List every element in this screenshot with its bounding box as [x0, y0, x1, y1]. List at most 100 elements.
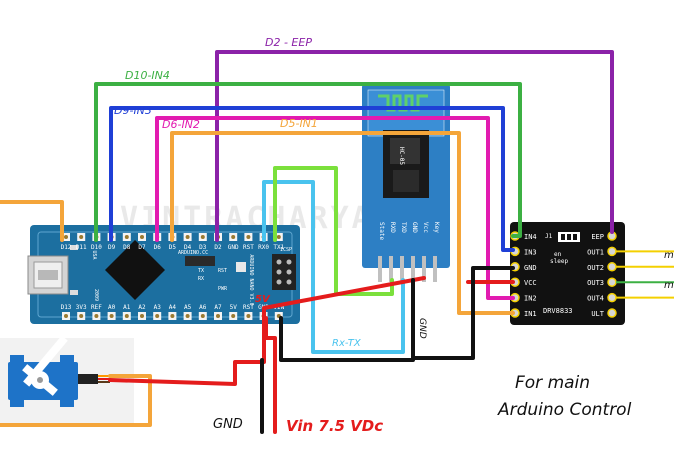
hc05-pin-label: RXD [389, 222, 396, 233]
hc05-pin [400, 256, 404, 282]
label-5v: 5V [255, 294, 271, 305]
arduino-top-pin-label: D11 [76, 244, 87, 251]
arduino-top-pin-label: D4 [184, 244, 192, 251]
label-rx-tx: Rx-TX [332, 338, 362, 349]
arduino-brand: ARDUINO.CC [178, 250, 208, 256]
arduino-bottom-pin-label: 5V [230, 304, 238, 311]
hc05-pin [433, 256, 437, 282]
arduino-bottom-pin-hole [185, 314, 190, 318]
arduino-top-pin-label: D5 [169, 244, 177, 251]
driver-j1-label: J1 [545, 233, 553, 240]
hc05-pin-label: TXD [400, 222, 407, 233]
arduino-bottom-pin-label: A1 [123, 304, 131, 311]
icsp-header [272, 254, 296, 290]
arduino-top-pin-hole [64, 235, 68, 239]
arduino-top-pin-label: D9 [108, 244, 116, 251]
arduino-top-pin-hole [231, 235, 236, 239]
wire-d9-in3 [109, 106, 515, 252]
wire-d5-in1 [170, 131, 515, 315]
wire-d6-in2 [155, 116, 515, 300]
arduino-bottom-pin-label: VIN [273, 304, 284, 311]
wire-gnd [260, 266, 515, 434]
arduino-top-pin-label: TX1 [273, 244, 284, 251]
arduino-top-pin-label: D10 [91, 244, 102, 251]
note-line2: Arduino Control [497, 400, 632, 420]
driver-right-pin [607, 277, 617, 287]
arduino-top-pin-label: D6 [154, 244, 162, 251]
driver-sleep-label: sleep [550, 258, 568, 265]
arduino-bottom-pin-hole [216, 314, 220, 318]
hc05-pin-label: GND [411, 222, 418, 233]
driver-right-pin-label: OUT4 [587, 295, 604, 303]
arduino-bottom-pin-label: A4 [169, 304, 177, 311]
arduino-rx-led: RX [198, 276, 204, 282]
arduino-top-pin-hole [246, 235, 251, 239]
label-gnd-power: GND [213, 417, 243, 432]
arduino-top-pin-label: D3 [199, 244, 207, 251]
wire-servo-signal [0, 200, 152, 427]
arduino-bottom-pin-hole [140, 314, 144, 318]
arduino-bottom-pin-label: A6 [199, 304, 207, 311]
arduino-pwr-led: PWR [218, 286, 228, 292]
driver-left-pin-label: IN4 [524, 233, 537, 241]
label-d5-in1: D5-IN1 [280, 117, 318, 130]
hc05-pin-label: State [378, 222, 385, 240]
driver-name: DRV8833 [543, 307, 573, 315]
arduino-bottom-pin-label: D13 [61, 304, 72, 311]
label-d2-eep: D2 - EEP [265, 36, 312, 49]
arduino-top-pin-label: D7 [138, 244, 146, 251]
arduino-top-pin-label: RX0 [258, 244, 269, 251]
driver-right-pin-label: OUT1 [587, 248, 604, 256]
arduino-bottom-pin-label: RST [243, 304, 254, 311]
arduino-bottom-pin-hole [170, 314, 175, 318]
arduino-bottom-pin-hole [124, 314, 129, 318]
arduino-tx-led: TX [198, 268, 204, 274]
hc05-pin [422, 256, 426, 282]
wire-5v [108, 276, 515, 434]
arduino-bottom-pin-hole [109, 314, 114, 318]
driver-right-pin-label: OUT2 [587, 264, 604, 272]
driver-right-pin [607, 292, 617, 303]
arduino-top-pin-label: D8 [123, 244, 131, 251]
label-vin-power: Vin 7.5 VDc [286, 417, 383, 435]
arduino-bottom-pin-label: A0 [108, 304, 116, 311]
arduino-top-pin-hole [124, 235, 129, 239]
driver-en-label: en [554, 251, 562, 258]
hc05-chip-label: HC-05 [398, 147, 405, 165]
arduino-model: ARDUINO NANO V3.0 [248, 254, 254, 305]
driver-right-pin [607, 262, 617, 272]
label-d9-in3: D9-IN3 [114, 104, 152, 117]
arduino-top-pin-hole [79, 235, 84, 239]
driver-left-pin-label: GND [524, 264, 537, 272]
wire-d2-eep [215, 50, 614, 242]
wire-tx-rx [273, 166, 394, 296]
hc05-pin-label: Key [433, 222, 440, 233]
arduino-rst-button: RST [218, 268, 227, 274]
hc05-pin [378, 256, 382, 282]
arduino-bottom-pin-hole [155, 314, 160, 318]
driver-left-pin-label: IN3 [524, 248, 537, 256]
label-d10-in4: D10-IN4 [125, 69, 170, 82]
arduino-bottom-pin-label: A3 [154, 304, 162, 311]
arduino-usa: USA [91, 250, 97, 259]
hc05-pin [389, 256, 393, 282]
driver-right-pin-label: ULT [591, 310, 604, 318]
arduino-top-pin-label: GND [228, 244, 239, 251]
hc05-pin [411, 256, 415, 282]
arduino-icsp-label: ICSP [280, 247, 292, 253]
driver-right-pin-label: EEP [591, 233, 604, 241]
driver-left-pin-label: VCC [524, 279, 537, 287]
arduino-bottom-pin-label: A2 [138, 304, 146, 311]
arduino-bottom-pin-hole [200, 314, 205, 318]
arduino-bottom-pin-label: A5 [184, 304, 192, 311]
arduino-top-pin-hole [200, 235, 205, 239]
arduino-bottom-pin-label: A7 [214, 304, 222, 311]
servo-motor [0, 335, 134, 426]
arduino-bottom-pin-hole [246, 314, 251, 318]
arduino-top-pin-hole [140, 235, 144, 239]
microcontroller-chip [105, 240, 165, 300]
arduino-top-pin-label: RST [243, 244, 254, 251]
note-line1: For main [515, 373, 590, 393]
